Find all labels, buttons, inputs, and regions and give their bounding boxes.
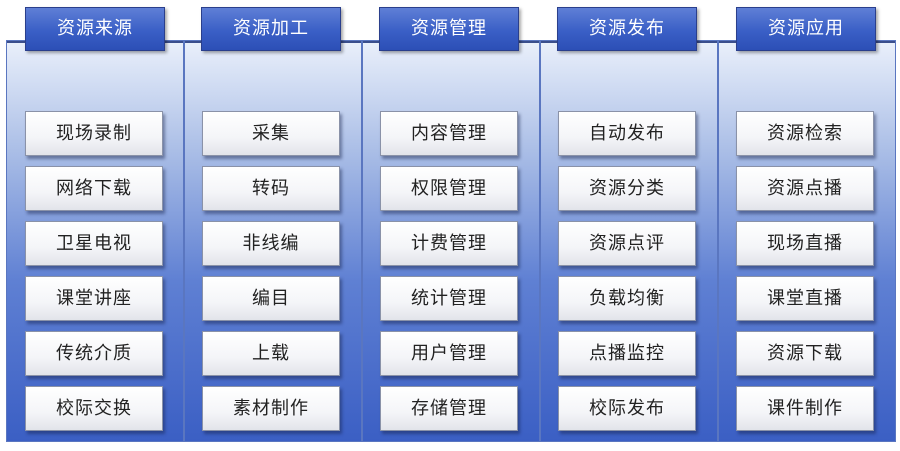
item-box: 权限管理 <box>380 166 518 211</box>
item-box: 上载 <box>202 331 340 376</box>
item-box: 校际交换 <box>25 386 163 431</box>
item-box: 课件制作 <box>736 386 874 431</box>
item-box: 资源检索 <box>736 111 874 156</box>
item-box: 资源点播 <box>736 166 874 211</box>
item-box: 采集 <box>202 111 340 156</box>
item-box: 自动发布 <box>558 111 696 156</box>
column-header-management: 资源管理 <box>379 7 519 51</box>
column-header-processing: 资源加工 <box>201 7 341 51</box>
item-box: 卫星电视 <box>25 221 163 266</box>
item-box: 传统介质 <box>25 331 163 376</box>
item-box: 素材制作 <box>202 386 340 431</box>
item-box: 校际发布 <box>558 386 696 431</box>
item-box: 内容管理 <box>380 111 518 156</box>
item-box: 负载均衡 <box>558 276 696 321</box>
item-box: 存储管理 <box>380 386 518 431</box>
item-box: 资源点评 <box>558 221 696 266</box>
item-box: 资源分类 <box>558 166 696 211</box>
column-header-application: 资源应用 <box>736 7 876 51</box>
item-box: 转码 <box>202 166 340 211</box>
item-box: 编目 <box>202 276 340 321</box>
item-box: 计费管理 <box>380 221 518 266</box>
column-header-sources: 资源来源 <box>25 7 165 51</box>
item-box: 用户管理 <box>380 331 518 376</box>
item-box: 非线编 <box>202 221 340 266</box>
item-box: 点播监控 <box>558 331 696 376</box>
item-box: 资源下载 <box>736 331 874 376</box>
item-box: 课堂讲座 <box>25 276 163 321</box>
item-box: 课堂直播 <box>736 276 874 321</box>
item-box: 现场直播 <box>736 221 874 266</box>
column-header-publishing: 资源发布 <box>557 7 697 51</box>
item-box: 统计管理 <box>380 276 518 321</box>
item-box: 现场录制 <box>25 111 163 156</box>
item-box: 网络下载 <box>25 166 163 211</box>
